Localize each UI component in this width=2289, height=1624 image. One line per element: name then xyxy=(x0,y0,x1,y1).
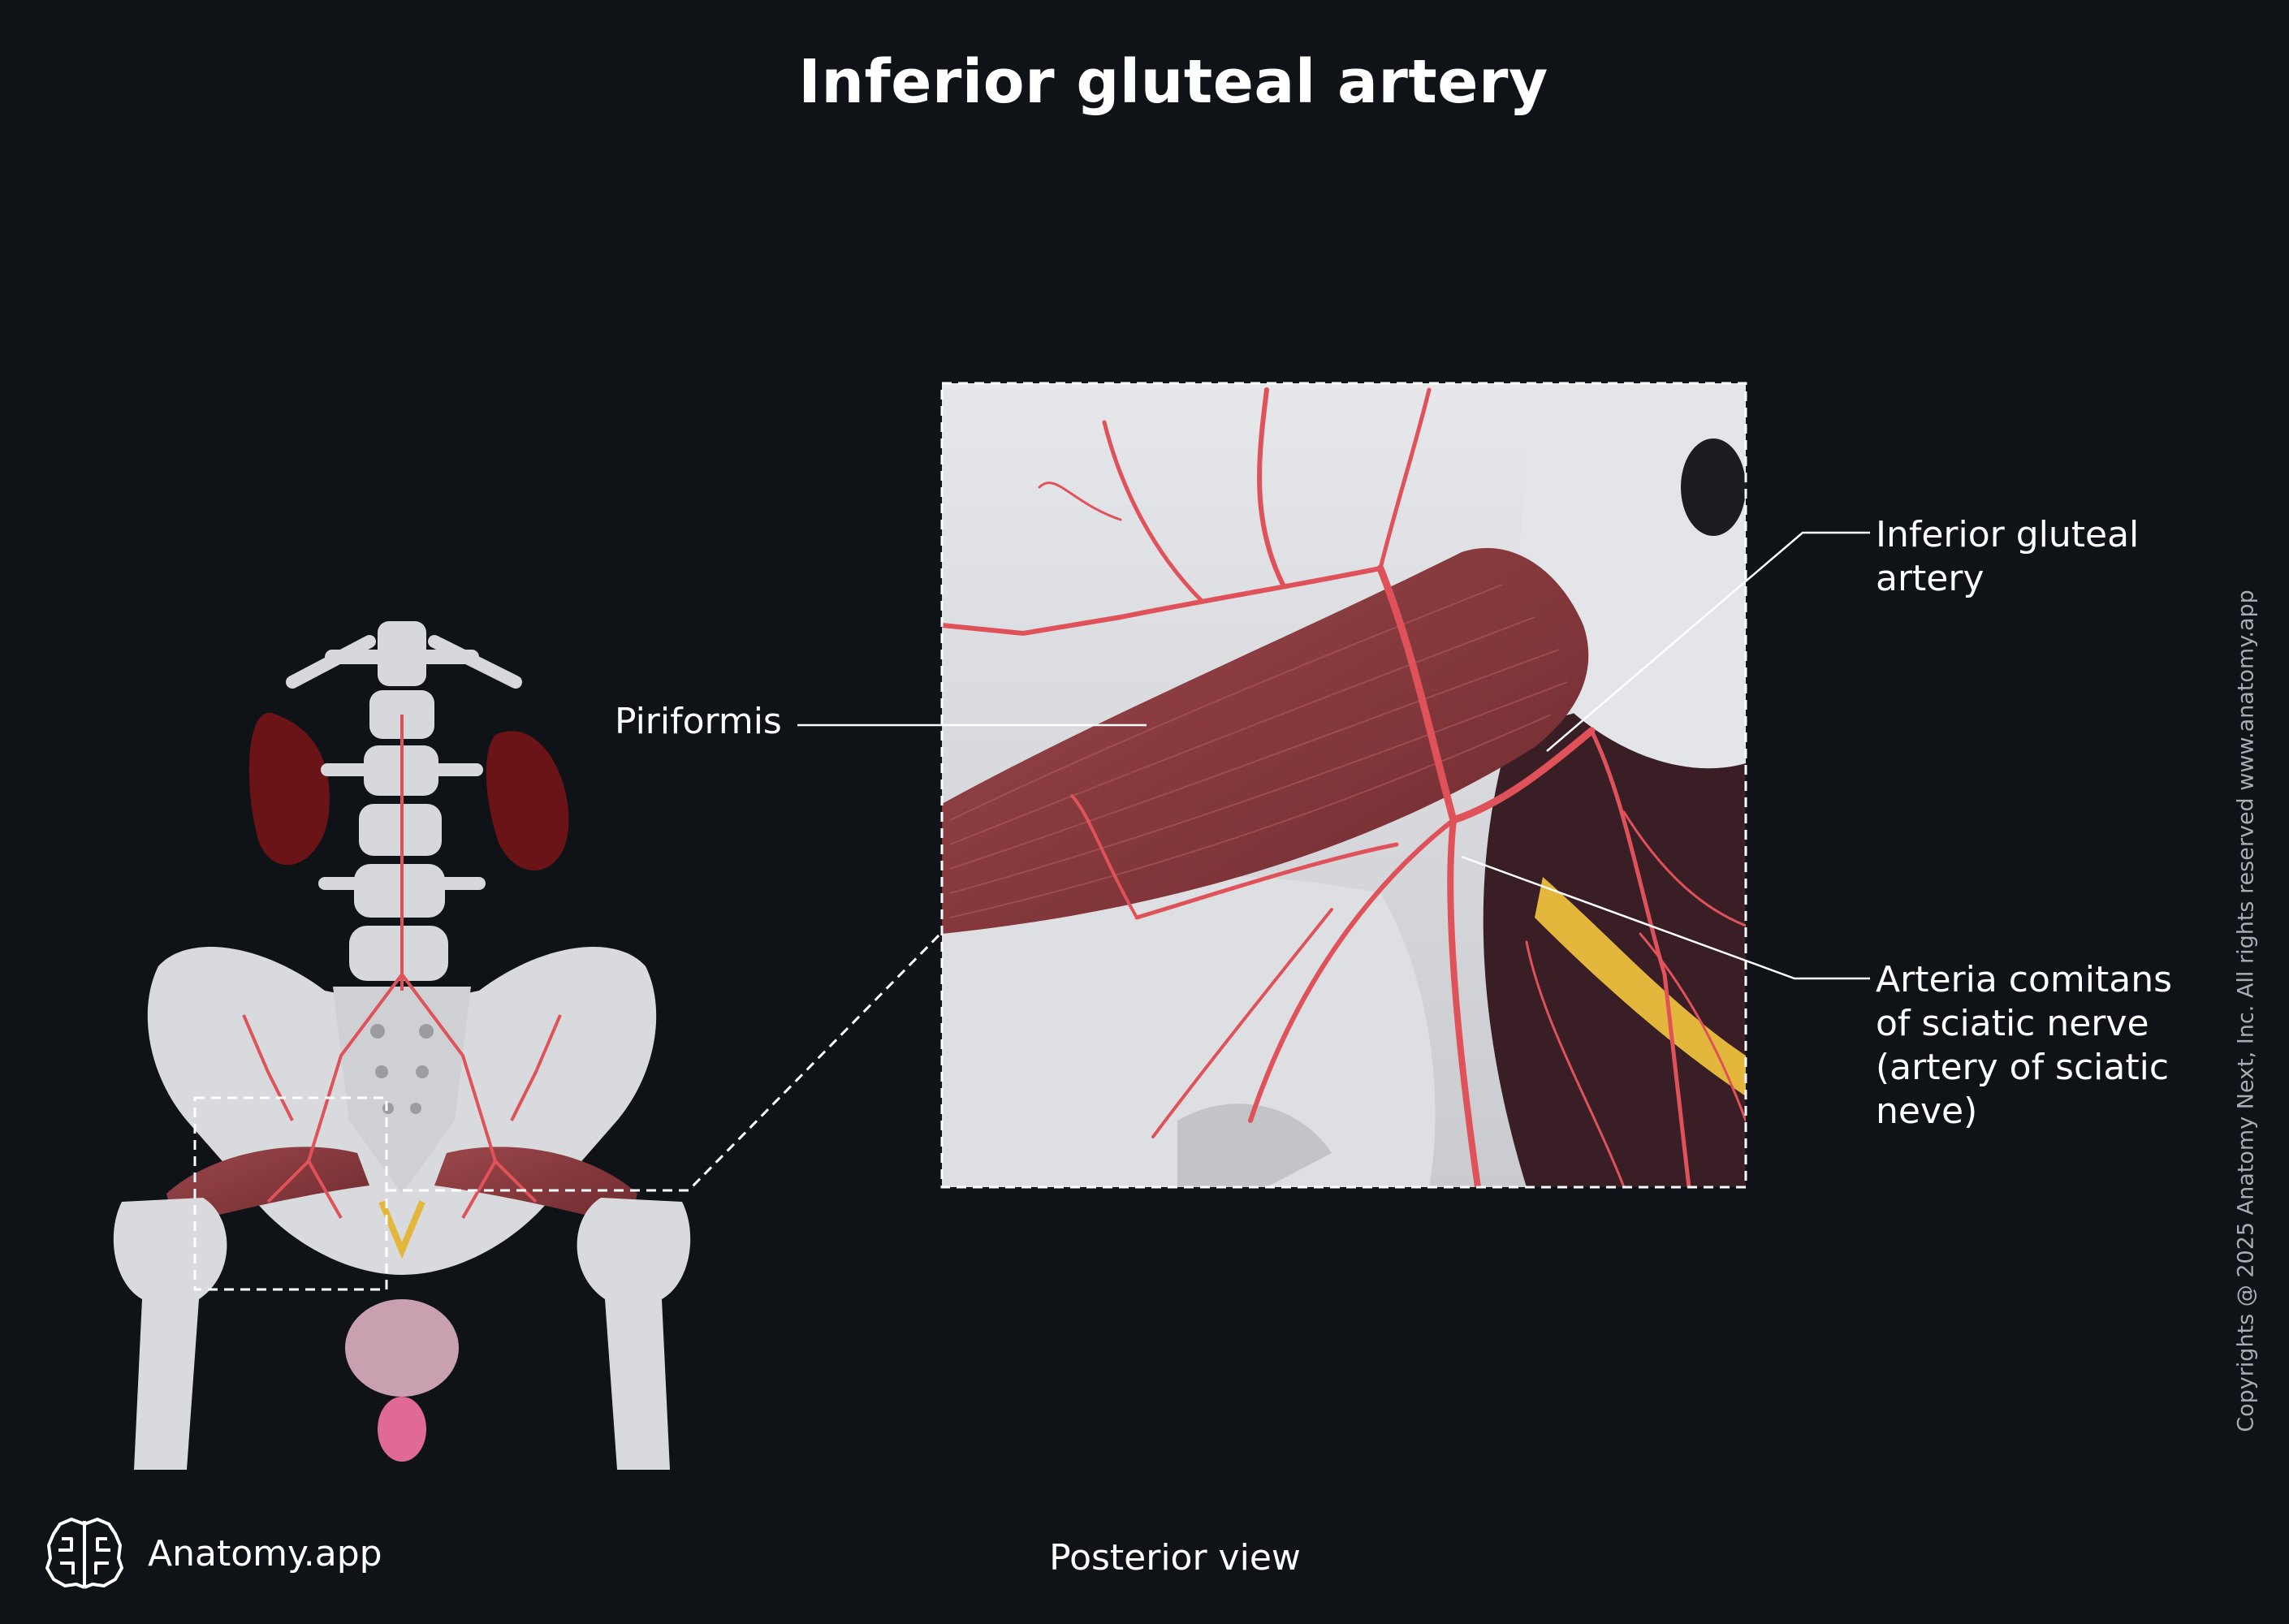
brand-logo[interactable]: Anatomy.app xyxy=(42,1514,382,1592)
zoom-connector-line xyxy=(387,931,944,1192)
comitans-label-line-4: neve) xyxy=(1876,1091,1978,1132)
right-piriformis xyxy=(434,1147,637,1226)
zoom-panel-border xyxy=(940,382,1747,1189)
comitans-label-line-1: Arteria comitans xyxy=(1876,959,2172,1000)
overview-highlight-box xyxy=(193,1096,388,1291)
inferior-gluteal-leader-line xyxy=(1546,531,1870,752)
comitans-label-line-3: (artery of sciatic xyxy=(1876,1047,2170,1088)
bone-foramen xyxy=(1681,438,1746,536)
zoom-panel xyxy=(940,382,1747,1189)
right-kidney xyxy=(486,731,569,871)
piriformis-label: Piriformis xyxy=(615,701,782,742)
left-kidney xyxy=(248,712,330,866)
pelvic-organ-lower xyxy=(378,1397,426,1462)
brain-logo-icon xyxy=(45,1518,123,1589)
inferior-gluteal-label-line-2: artery xyxy=(1876,558,1985,599)
overview-nerve xyxy=(378,1200,425,1259)
copyright-text: Copyrights @ 2025 Anatomy Next, Inc. All… xyxy=(2233,590,2259,1432)
lumbar-spine xyxy=(318,621,486,981)
sciatic-nerve xyxy=(1535,877,1746,1096)
view-caption: Posterior view xyxy=(1049,1537,1301,1579)
left-femur xyxy=(113,1198,227,1470)
arteria-comitans-label: Arteria comitans of sciatic nerve (arter… xyxy=(1876,958,2172,1134)
comitans-leader-line xyxy=(1461,855,1870,980)
overview-arteries xyxy=(242,715,562,1219)
overview-figure xyxy=(113,621,691,1470)
pelvic-organ xyxy=(345,1299,459,1397)
zoom-arteries xyxy=(942,387,1746,1187)
piriformis-muscle xyxy=(942,547,1589,934)
comitans-label-line-2: of sciatic nerve xyxy=(1876,1003,2149,1044)
right-femur xyxy=(577,1198,691,1470)
inferior-gluteal-label-line-1: Inferior gluteal xyxy=(1876,514,2140,555)
left-piriformis xyxy=(166,1147,369,1226)
muscle-fibers xyxy=(949,584,1568,918)
ribs xyxy=(286,635,522,689)
page-title: Inferior gluteal artery xyxy=(798,47,1548,117)
inferior-gluteal-label: Inferior gluteal artery xyxy=(1876,513,2139,601)
sacrum xyxy=(333,987,471,1194)
lower-bone xyxy=(942,875,1436,1187)
deep-region xyxy=(1483,666,1746,1187)
brand-name: Anatomy.app xyxy=(148,1532,382,1574)
